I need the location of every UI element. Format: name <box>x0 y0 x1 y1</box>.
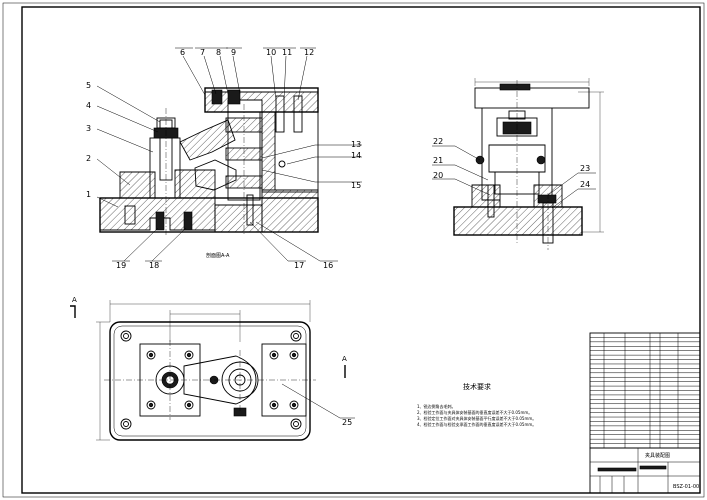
balloon-20: 20 <box>433 171 443 180</box>
balloon-4: 4 <box>86 101 91 110</box>
balloon-18: 18 <box>149 261 159 270</box>
balloon-10: 10 <box>266 48 276 57</box>
balloon-1: 1 <box>86 190 91 199</box>
balloon-23: 23 <box>580 164 590 173</box>
parts-list-table <box>589 332 701 449</box>
balloon-2: 2 <box>86 154 91 163</box>
balloon-shelves-front <box>112 144 362 262</box>
balloon-16: 16 <box>323 261 333 270</box>
balloon-25: 25 <box>342 418 352 427</box>
balloon-7: 7 <box>200 48 205 57</box>
inner-drawing-frame <box>21 6 701 494</box>
balloon-14: 14 <box>351 151 361 160</box>
tech-requirement-2: 2、检验工作面与夹具体安装基面的垂直度误差不大于0.05mm。 <box>417 409 532 415</box>
balloon-11: 11 <box>282 48 292 57</box>
balloon-13: 13 <box>351 140 361 149</box>
balloon-5: 5 <box>86 81 91 90</box>
balloon-8: 8 <box>216 48 221 57</box>
balloon-numbers-side: 20 21 22 23 24 <box>433 137 590 189</box>
balloon-leaders-side <box>432 145 596 209</box>
balloon-3: 3 <box>86 124 91 133</box>
balloon-22: 22 <box>433 137 443 146</box>
title-block <box>589 447 701 494</box>
balloon-leaders-front <box>96 47 321 262</box>
side-view <box>453 78 604 250</box>
section-marker-a-right: A <box>342 355 347 363</box>
balloon-numbers-front: 1 2 3 4 5 6 7 8 9 10 11 12 13 14 15 16 1… <box>86 48 361 270</box>
balloon-24: 24 <box>580 180 590 189</box>
tech-requirement-3: 3、检验定位工作面对夹具体安装基面平行度误差不大于0.05mm。 <box>417 415 536 421</box>
balloon-19: 19 <box>116 261 126 270</box>
front-section-view <box>99 87 319 236</box>
balloon-17: 17 <box>294 261 304 270</box>
tech-requirement-1: 1、锐边倒角去毛刺。 <box>417 403 456 409</box>
section-marker-a-left: A <box>72 296 77 304</box>
balloon-15: 15 <box>351 181 361 190</box>
balloon-12: 12 <box>304 48 314 57</box>
section-a-a-label: 剖面图A-A <box>206 252 230 259</box>
tech-requirements-list: 1、锐边倒角去毛刺。 2、检验工作面与夹具体安装基面的垂直度误差不大于0.05m… <box>417 403 536 427</box>
title-block-drawing-name: 夹具装配图 <box>645 452 670 459</box>
tech-requirement-4: 4、检验工作面与检验支承面工作面的垂直度误差不大于0.05mm。 <box>417 421 536 427</box>
balloon-9: 9 <box>231 48 236 57</box>
balloon-21: 21 <box>433 156 443 165</box>
plan-view <box>70 300 355 441</box>
tech-requirements-title: 技术要求 <box>463 382 491 391</box>
balloon-6: 6 <box>180 48 185 57</box>
title-block-drawing-number: BSZ-01-00 <box>673 484 699 490</box>
